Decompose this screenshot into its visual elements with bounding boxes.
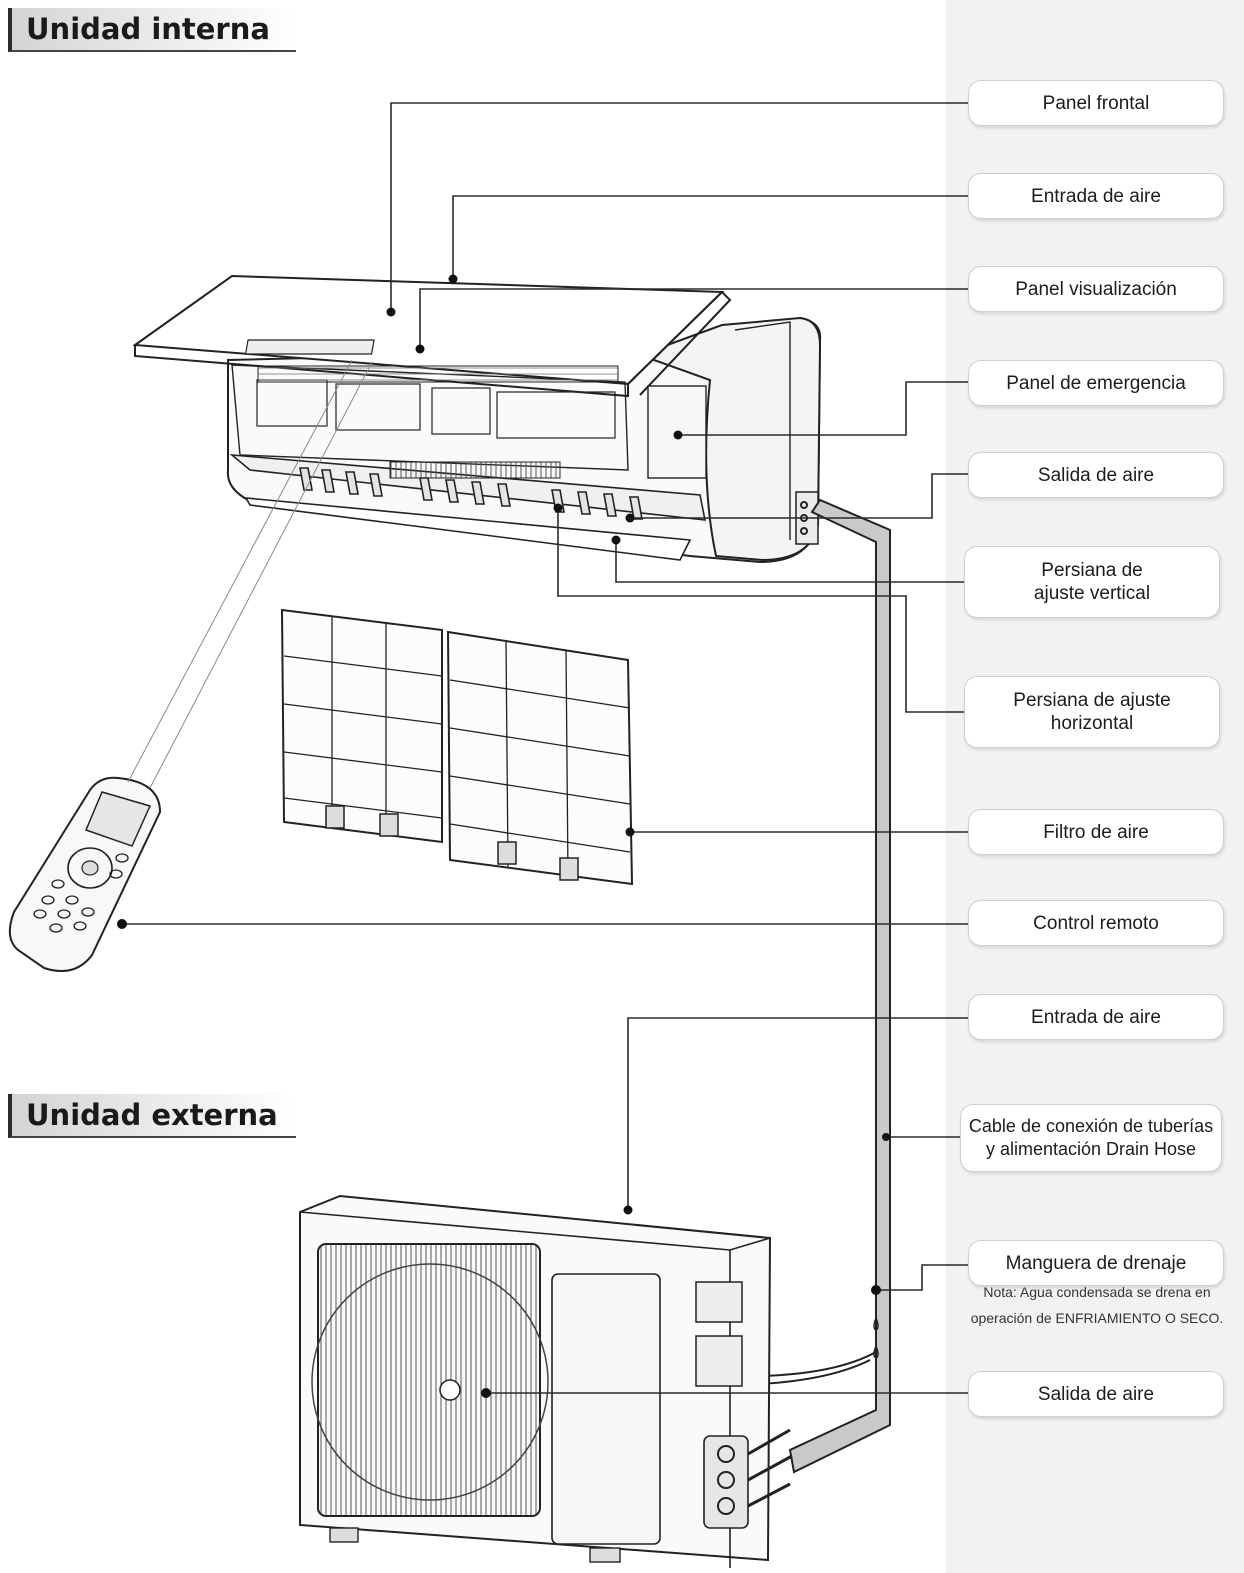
label-vertical-louver-line2: ajuste vertical	[1033, 583, 1151, 604]
label-drain-hose: Manguera de drenaje	[968, 1240, 1224, 1286]
outdoor-unit	[299, 1194, 793, 1568]
label-emergency-panel: Panel de emergencia	[968, 360, 1224, 406]
label-air-outlet-outdoor: Salida de aire	[968, 1371, 1224, 1417]
label-emergency-panel-text: Panel de emergencia	[1006, 372, 1186, 394]
label-remote-control-text: Control remoto	[1033, 912, 1159, 934]
label-air-outlet-indoor-text: Salida de aire	[1037, 464, 1155, 486]
label-air-inlet-outdoor-text: Entrada de aire	[1031, 1006, 1161, 1028]
label-vertical-louver-line1: Persiana de	[1041, 560, 1143, 581]
label-air-inlet-indoor: Entrada de aire	[968, 173, 1224, 219]
air-filter-drawing	[280, 608, 634, 886]
label-horizontal-louver-line2: horizontal	[1050, 713, 1134, 734]
label-horizontal-louver: Persiana de ajuste horizontal	[964, 676, 1220, 748]
outdoor-unit-title: Unidad externa	[8, 1094, 296, 1138]
label-front-panel-text: Panel frontal	[1042, 92, 1150, 114]
label-vertical-louver: Persiana de ajuste vertical	[964, 546, 1220, 618]
label-air-outlet-outdoor-text: Salida de aire	[1037, 1383, 1155, 1405]
indoor-unit-title: Unidad interna	[8, 8, 296, 52]
drain-note-line1: Nota: Agua condensada se drena en	[983, 1284, 1211, 1300]
label-connection-cable: Cable de conexión de tuberías y alimenta…	[960, 1104, 1222, 1172]
leader-dots	[117, 274, 890, 1398]
label-air-filter: Filtro de aire	[968, 809, 1224, 855]
label-horizontal-louver-line1: Persiana de ajuste	[1013, 690, 1171, 711]
connection-pipe	[759, 498, 891, 1474]
label-air-filter-text: Filtro de aire	[1043, 821, 1149, 843]
label-air-inlet-indoor-text: Entrada de aire	[1031, 185, 1161, 207]
remote-control-drawing	[8, 776, 162, 972]
label-display-panel: Panel visualización	[968, 266, 1224, 312]
leader-lines	[122, 102, 968, 1394]
label-front-panel: Panel frontal	[968, 80, 1224, 126]
drain-note-line2: operación de ENFRIAMIENTO O SECO.	[970, 1310, 1224, 1326]
indoor-unit	[132, 274, 822, 564]
label-remote-control: Control remoto	[968, 900, 1224, 946]
label-air-outlet-indoor: Salida de aire	[968, 452, 1224, 498]
remote-signal-beam	[127, 359, 373, 789]
label-connection-cable-line2: y alimentación Drain Hose	[985, 1139, 1197, 1159]
label-air-inlet-outdoor: Entrada de aire	[968, 994, 1224, 1040]
label-column-background	[946, 0, 1244, 1573]
label-drain-hose-text: Manguera de drenaje	[1005, 1252, 1187, 1274]
label-display-panel-text: Panel visualización	[1015, 278, 1177, 300]
label-connection-cable-line1: Cable de conexión de tuberías	[968, 1116, 1214, 1136]
